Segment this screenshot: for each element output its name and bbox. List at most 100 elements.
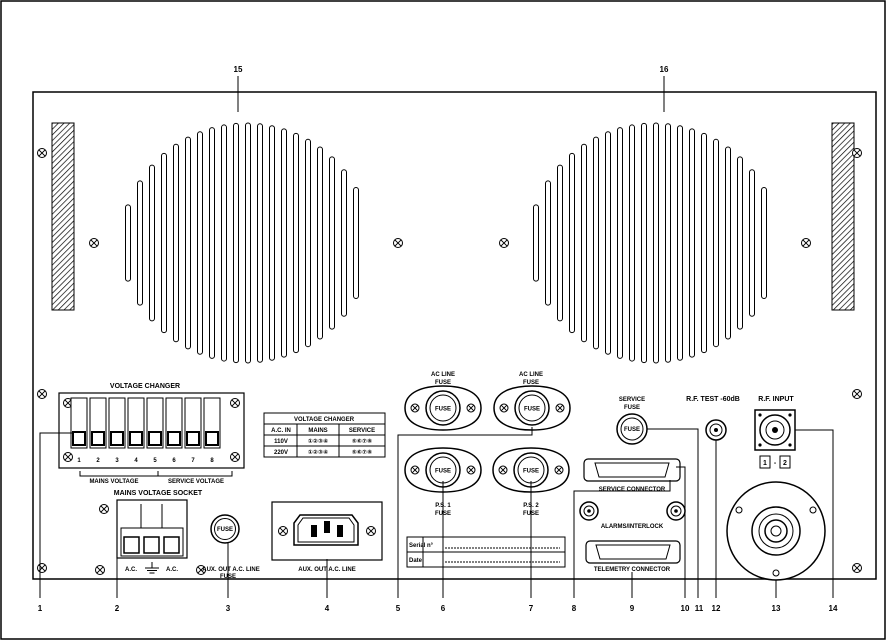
mains-voltage-label: MAINS VOLTAGE [89, 479, 138, 485]
grille-slot [557, 164, 563, 322]
service-connector[interactable] [583, 458, 681, 482]
grille-slot [149, 164, 155, 322]
switch-number: 7 [191, 458, 195, 464]
grille-slot [257, 123, 263, 363]
ac-line-fuse-1-label: AC LINE [431, 372, 455, 378]
alarms-interlock-label: ALARMS/INTERLOCK [601, 524, 664, 530]
grille-slot [317, 146, 323, 340]
screw-icon [99, 504, 109, 514]
screw-icon [95, 565, 105, 575]
dip-switch-knob[interactable] [110, 431, 124, 446]
dip-switch-knob[interactable] [148, 431, 162, 446]
switch-number: 8 [210, 458, 214, 464]
screw-icon [366, 526, 376, 536]
switch-number: 2 [96, 458, 100, 464]
service-fuse-holder[interactable]: FUSE [616, 413, 648, 445]
grille-slot [665, 123, 671, 363]
voltage-table-header-service: SERVICE [349, 428, 375, 434]
screw-icon [37, 563, 47, 573]
screw-icon [37, 148, 47, 158]
date-label: Date [409, 558, 423, 564]
grille-slot [605, 131, 611, 355]
callout-2: 2 [115, 604, 120, 613]
screw-icon [554, 465, 564, 475]
screw-icon [278, 526, 288, 536]
voltage-table-row1-mains: ①②③④ [308, 438, 328, 445]
grille-slot [269, 125, 275, 361]
grille-slot [581, 143, 587, 343]
screw-icon [498, 465, 508, 475]
dip-switch-knob[interactable] [91, 431, 105, 446]
dip-switch-knob[interactable] [167, 431, 181, 446]
ac-line-fuse-2-label: AC LINE [519, 372, 543, 378]
svg-text:FUSE: FUSE [217, 527, 233, 533]
telemetry-connector[interactable] [585, 540, 681, 564]
callout-16: 16 [660, 65, 669, 74]
grille-slot [233, 122, 239, 364]
grille-slot [329, 156, 335, 330]
ps1-fuse[interactable]: FUSE [404, 447, 482, 493]
dip-switch-knob[interactable] [186, 431, 200, 446]
grille-slot [629, 124, 635, 362]
mains-socket-ac-right: A.C. [166, 567, 178, 573]
dip-switch-knob[interactable] [205, 431, 219, 446]
svg-text:2: 2 [783, 460, 787, 467]
dip-switch-knob[interactable] [129, 431, 143, 446]
voltage-changer-switches[interactable] [70, 397, 221, 449]
callout-3: 3 [226, 604, 231, 613]
grille-slot [641, 122, 647, 364]
dip-switch-knob[interactable] [72, 431, 86, 446]
aux-fuse-holder[interactable]: FUSE [210, 514, 240, 544]
rf-test-connector[interactable] [705, 419, 727, 441]
ac-line-fuse-2-sub: FUSE [523, 380, 539, 386]
ac-line-fuse-2[interactable]: FUSE [493, 385, 571, 431]
fuse-text: FUSE [523, 469, 539, 475]
grille-slot [677, 125, 683, 361]
screw-icon [230, 452, 240, 462]
voltage-table-header-mains: MAINS [308, 428, 327, 434]
grille-slot [749, 169, 755, 317]
ground-icon [145, 562, 159, 574]
voltage-table: VOLTAGE CHANGER A.C. IN MAINS SERVICE 11… [263, 412, 386, 458]
callout-4: 4 [325, 604, 330, 613]
service-fuse-sub: FUSE [624, 405, 640, 411]
right-handle[interactable] [831, 122, 855, 311]
screw-icon [466, 403, 476, 413]
mains-socket-ac-left: A.C. [125, 567, 137, 573]
grille-slot [653, 122, 659, 364]
service-voltage-label: SERVICE VOLTAGE [168, 479, 224, 485]
callout-12: 12 [712, 604, 721, 613]
grille-slot [245, 122, 251, 364]
aux-fuse-label: AUX. OUT A.C. LINE [202, 567, 259, 573]
grille-slot [221, 124, 227, 362]
grille-slot [353, 187, 359, 299]
aux-out-ac-socket[interactable] [271, 501, 383, 561]
grille-slot [545, 180, 551, 306]
screw-icon [499, 238, 509, 248]
alarms-interlock-connectors[interactable] [579, 501, 686, 521]
rf-input-position-label: 1 - 2 [759, 455, 791, 469]
ac-line-fuse-1-sub: FUSE [435, 380, 451, 386]
rf-output-flange[interactable] [726, 481, 826, 581]
left-handle[interactable] [51, 122, 75, 311]
rf-input-connector[interactable] [754, 409, 796, 451]
screw-icon [89, 238, 99, 248]
screw-icon [852, 148, 862, 158]
voltage-table-header-acin: A.C. IN [271, 428, 291, 434]
voltage-table-row2-mains: ①②③④ [308, 449, 328, 456]
mains-socket-title: MAINS VOLTAGE SOCKET [114, 490, 203, 497]
callout-14: 14 [829, 604, 838, 613]
grille-slot [689, 128, 695, 358]
switch-number: 1 [77, 458, 81, 464]
callout-11: 11 [695, 604, 704, 613]
ac-line-fuse-1[interactable]: FUSE [404, 385, 482, 431]
screw-icon [410, 465, 420, 475]
grille-slot [305, 138, 311, 348]
telemetry-connector-label: TELEMETRY CONNECTOR [594, 567, 671, 573]
mains-voltage-socket[interactable] [116, 499, 188, 559]
grille-slot [569, 152, 575, 334]
serial-label: Serial n° [409, 543, 434, 549]
grille-slot [737, 156, 743, 330]
rf-input-label: R.F. INPUT [758, 396, 794, 403]
